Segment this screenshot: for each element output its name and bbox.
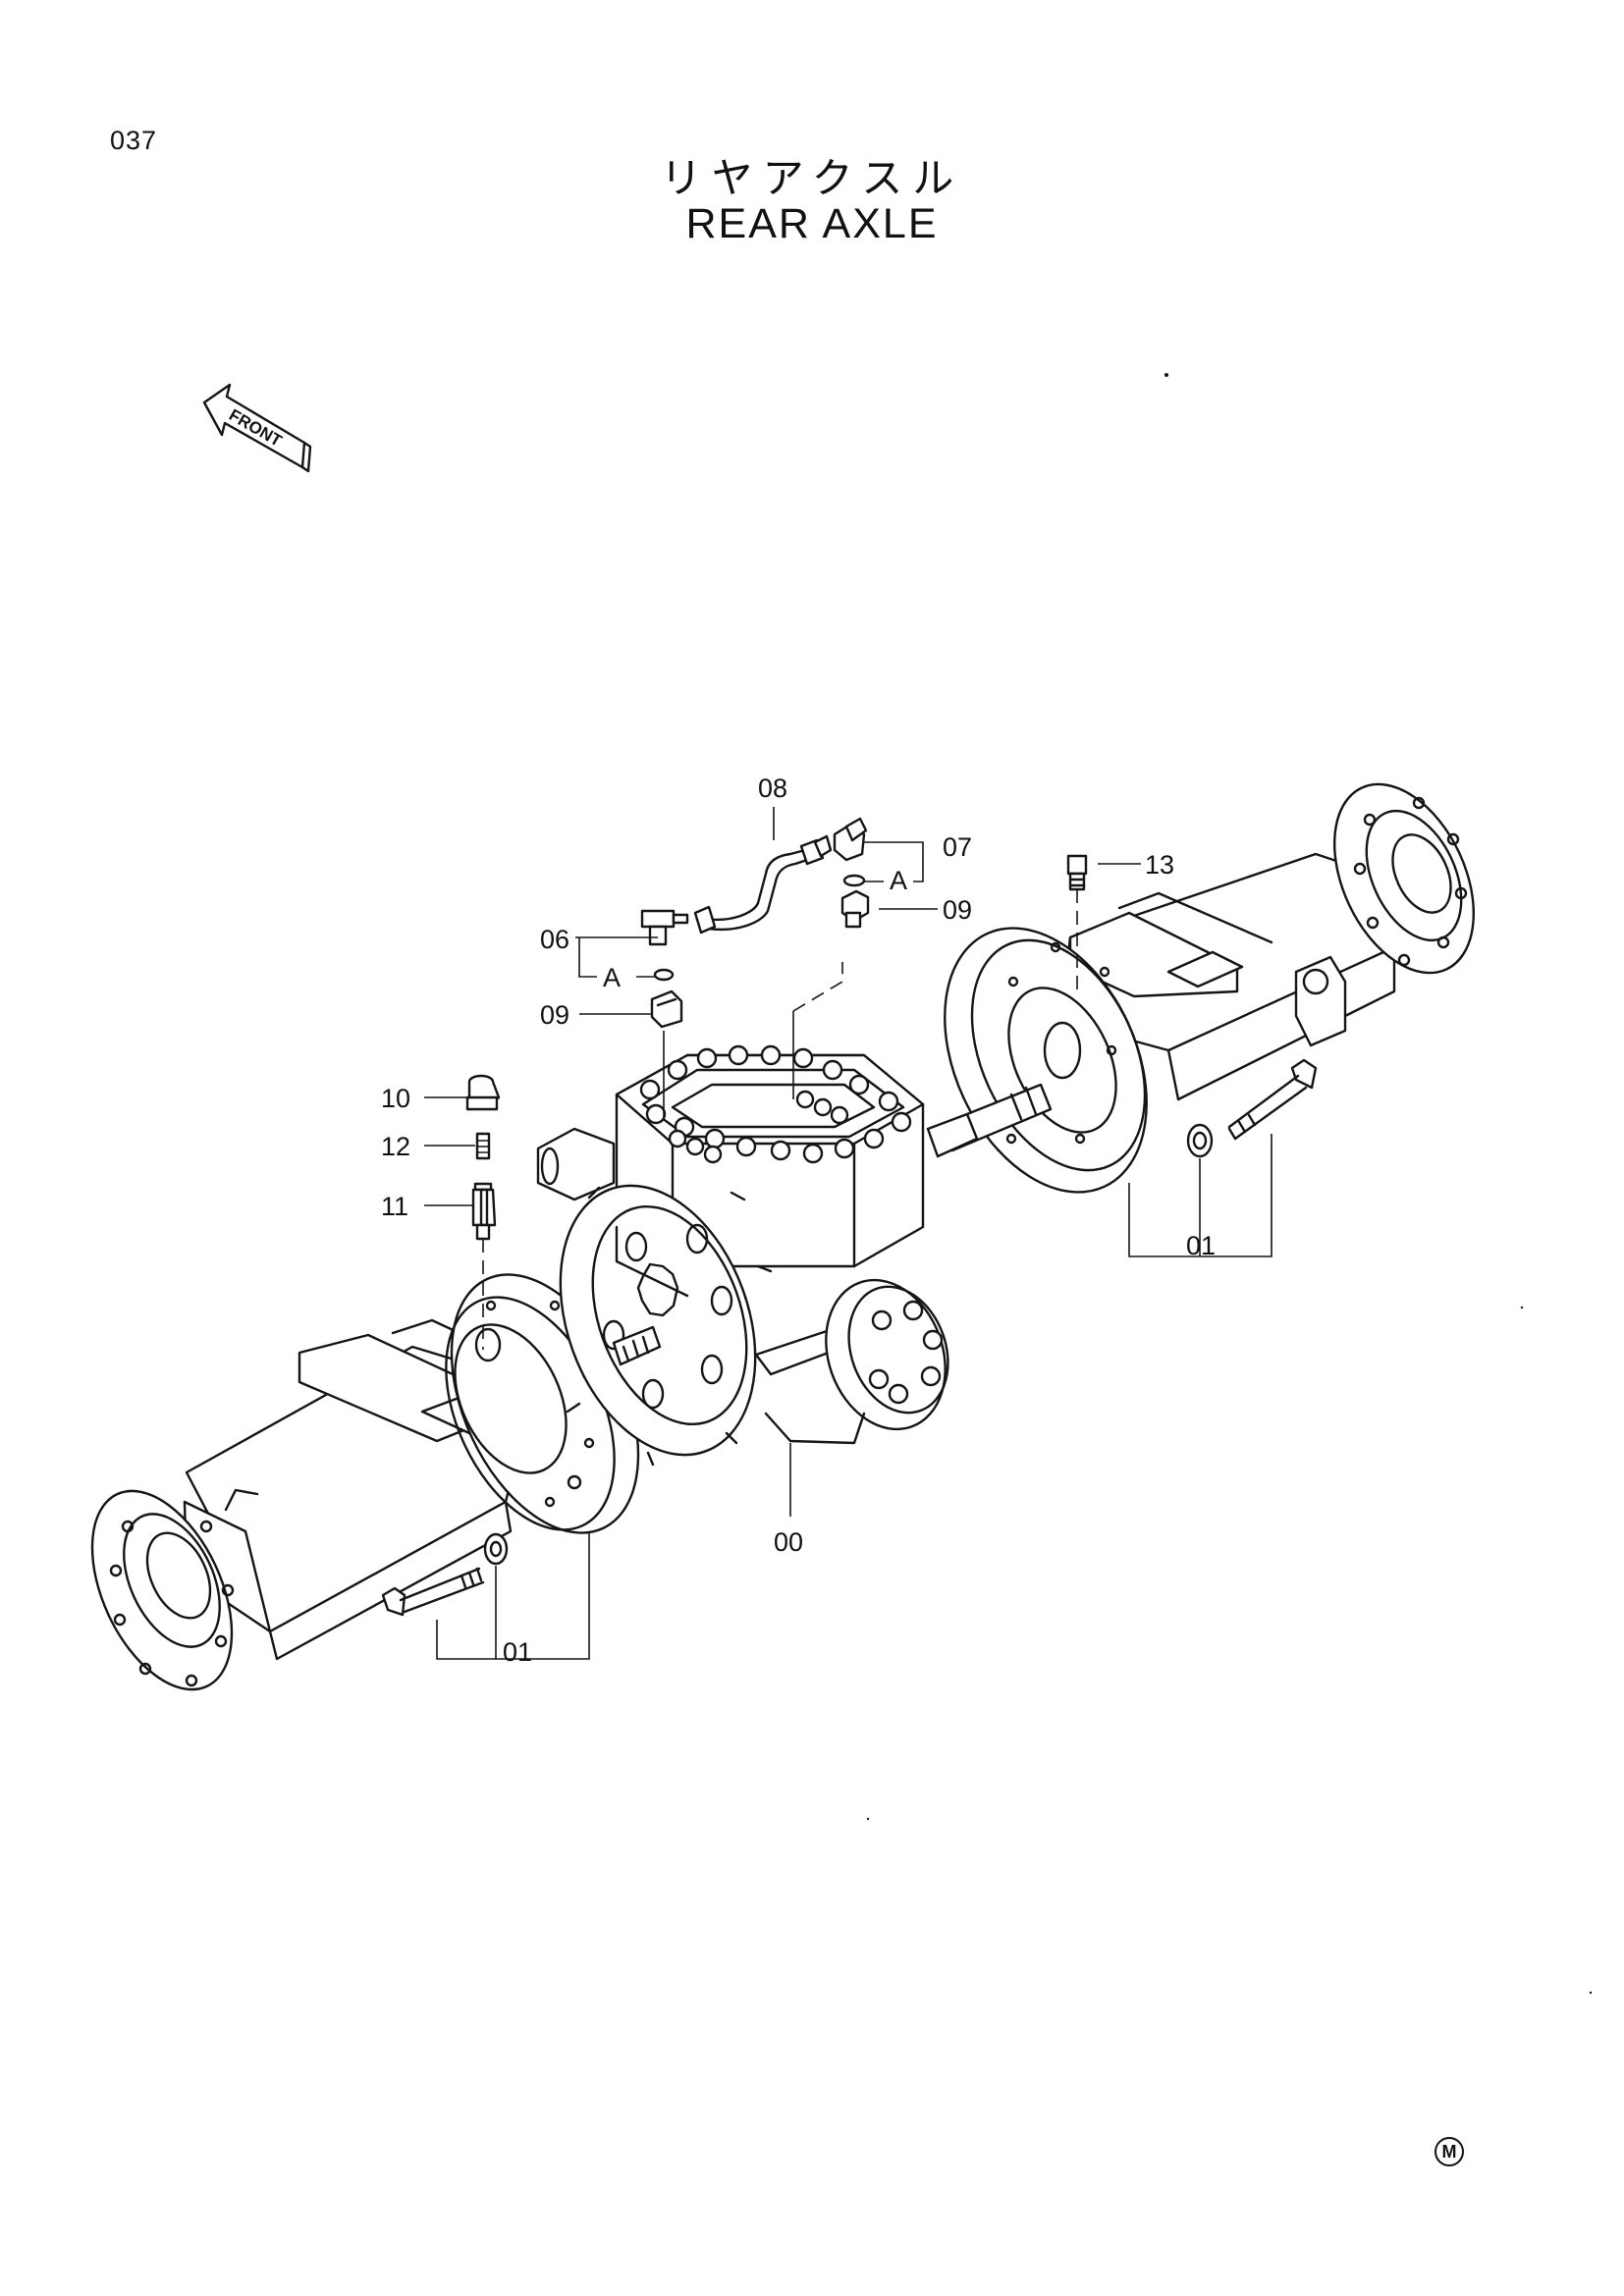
leader-lines [424, 807, 1272, 1660]
callout-12: 12 [381, 1132, 410, 1161]
callout-00: 00 [774, 1527, 803, 1557]
callout-09-left: 09 [540, 1000, 569, 1030]
callout-a-left: A [603, 963, 621, 992]
scan-specks [866, 373, 1593, 1995]
right-axle-housing [926, 782, 1476, 1194]
left-spline-shaft [612, 1325, 662, 1366]
differential-housing [536, 1044, 949, 1467]
callout-09-right: 09 [943, 895, 972, 925]
fitting-10-cap [465, 1074, 501, 1111]
mounting-bolt-left [381, 1532, 509, 1617]
callout-11: 11 [381, 1192, 408, 1221]
fitting-13-plug [1066, 854, 1088, 891]
callout-06: 06 [540, 925, 569, 954]
callout-13: 13 [1145, 850, 1174, 880]
page-number: 037 [110, 126, 158, 155]
callout-10: 10 [381, 1084, 410, 1113]
title-english: REAR AXLE [685, 200, 939, 247]
fitting-09-right [840, 889, 870, 929]
fitting-07-elbow [833, 817, 868, 887]
fitting-06-tee [640, 909, 689, 982]
callout-01-left: 01 [503, 1637, 532, 1667]
callout-a-right: A [890, 866, 907, 895]
fitting-09-left-elbow [650, 989, 683, 1029]
callout-08: 08 [758, 774, 787, 803]
registered-mark-icon: M [1435, 2137, 1464, 2166]
front-arrow-icon: FRONT [202, 383, 312, 473]
fitting-12-nipple [475, 1132, 491, 1160]
breather-pipe-08 [693, 834, 833, 934]
title-japanese: リヤアクスル [660, 154, 964, 202]
left-axle-housing [90, 1273, 640, 1691]
callout-07: 07 [943, 832, 972, 862]
callout-01-right: 01 [1186, 1231, 1216, 1260]
mounting-bolt-right [1186, 1058, 1318, 1158]
fitting-11-hex-adapter [471, 1182, 497, 1241]
